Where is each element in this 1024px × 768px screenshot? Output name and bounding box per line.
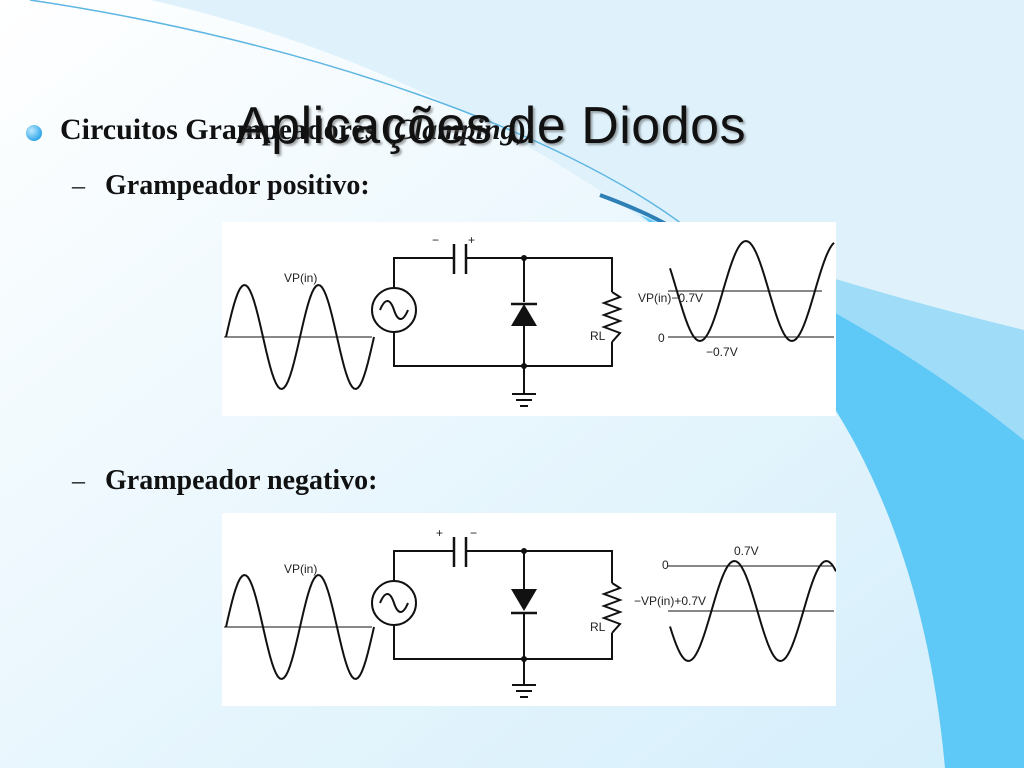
output-waveform [669, 239, 835, 343]
capacitor-sign-right: + [468, 233, 475, 247]
capacitor-sign-left: − [432, 233, 439, 247]
node-dot [521, 255, 527, 261]
capacitor-sign-right: − [470, 526, 477, 540]
input-label: VP(in) [284, 562, 317, 576]
ac-source-sine [379, 300, 409, 320]
background-swoosh-blue [640, 215, 1024, 768]
figure-positive-clamper: VP(in) − + RL VP(in)−0.7V 0 −0.7V [222, 222, 836, 416]
sub-dash-2: – [72, 466, 85, 495]
node-dot [521, 548, 527, 554]
ac-source-sine [379, 593, 409, 613]
diode-icon [511, 589, 537, 611]
capacitor-sign-left: + [436, 526, 443, 540]
wire-bottom [393, 625, 613, 660]
background-swoosh-mid [640, 215, 1024, 440]
input-waveform [225, 573, 375, 681]
node-dot [521, 363, 527, 369]
background-swoosh-light [150, 0, 1024, 768]
bullet-text-italic: Clamping [393, 113, 516, 146]
wire-top [393, 550, 613, 583]
sub-dash-1: – [72, 171, 85, 200]
load-label: RL [590, 329, 606, 343]
bullet-text-end: ): [515, 113, 536, 146]
output-zero-label: 0 [658, 331, 665, 345]
wire-bottom [393, 332, 613, 367]
background-arc-line [29, 0, 691, 231]
load-label: RL [590, 620, 606, 634]
input-label: VP(in) [284, 271, 317, 285]
output-waveform [669, 559, 836, 663]
bullet-text-main: Circuitos Grampeadores ( [60, 113, 394, 146]
figure-negative-clamper: VP(in) + − RL 0 0.7V −VP(in)+0.7V [222, 513, 836, 706]
resistor-rl-icon [601, 582, 623, 634]
output-low-label: −VP(in)+0.7V [634, 594, 706, 608]
input-waveform [225, 283, 375, 391]
sub-item-positive: Grampeador positivo: [105, 170, 370, 201]
resistor-rl-icon [601, 291, 623, 343]
sub-item-negative: Grampeador negativo: [105, 465, 378, 496]
wire-top [393, 257, 613, 292]
node-dot [521, 656, 527, 662]
output-low-label: −0.7V [706, 345, 738, 359]
output-peak-label: 0.7V [734, 544, 759, 558]
diode-icon [511, 304, 537, 326]
ground-icon [512, 684, 536, 698]
slide-title: Aplicações de Diodos [236, 97, 747, 155]
ground-icon [512, 393, 536, 407]
output-peak-label: VP(in)−0.7V [638, 291, 703, 305]
bullet-icon [26, 125, 42, 141]
output-zero-label: 0 [662, 558, 669, 572]
bullet-text: Circuitos Grampeadores (Clamping): [60, 113, 536, 147]
